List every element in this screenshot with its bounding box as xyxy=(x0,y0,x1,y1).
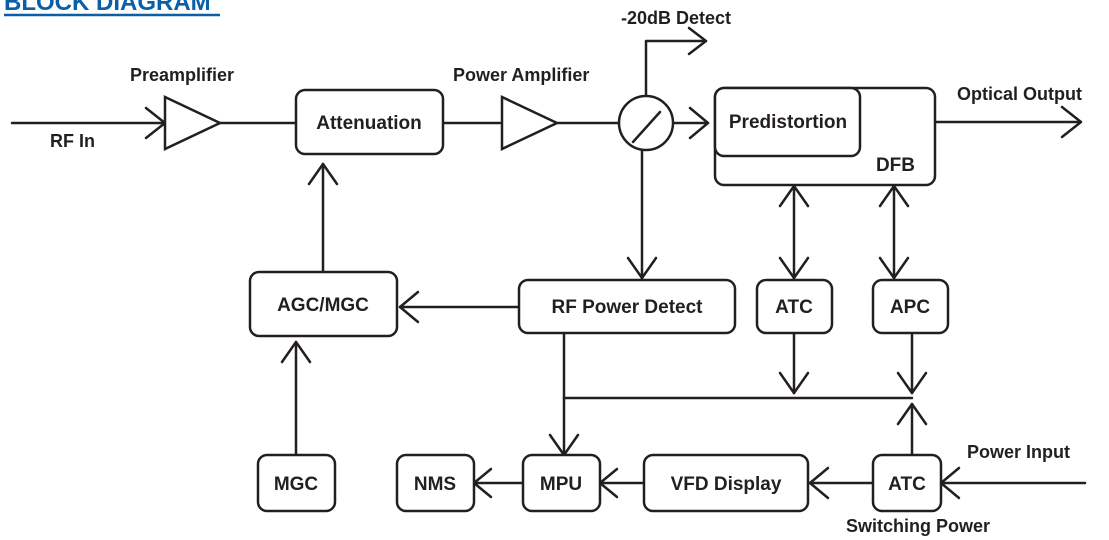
rf-power-detect-block xyxy=(517,278,737,335)
switching-power-label: Switching Power xyxy=(846,516,990,536)
rf-power-detect-label: RF Power Detect xyxy=(552,297,704,318)
arrowhead-predistortion-in xyxy=(688,106,710,140)
atc-laser-block xyxy=(755,278,834,335)
mpu-label: MPU xyxy=(540,474,582,495)
arrowhead-bus-from-atc xyxy=(778,371,810,395)
agc-mgc-label: AGC/MGC xyxy=(277,295,369,316)
detect-20db-label: -20dB Detect xyxy=(621,8,731,28)
coupler-diagonal xyxy=(631,110,662,144)
atc-power-block xyxy=(871,453,943,513)
arrowhead-bus-from-power xyxy=(896,402,928,426)
power-amplifier-label: Power Amplifier xyxy=(453,65,589,85)
directional-coupler-symbol xyxy=(617,94,675,152)
arrowhead-apc-from-dfb xyxy=(878,256,910,280)
power-input-label: Power Input xyxy=(967,442,1070,462)
diagram-title: BLOCK DIAGRAM xyxy=(4,0,211,16)
arrowhead-20db-detect xyxy=(687,26,708,56)
wire-20db-detect xyxy=(644,39,708,98)
mgc-block xyxy=(256,453,337,513)
optical-output-label: Optical Output xyxy=(957,84,1082,104)
rf-in-label: RF In xyxy=(50,131,95,151)
agc-mgc-block xyxy=(248,270,399,338)
predistortion-label: Predistortion xyxy=(729,112,847,133)
arrowhead-vfd-in xyxy=(808,466,830,500)
apc-block xyxy=(871,278,950,335)
dfb-label: DFB xyxy=(876,155,915,176)
preamplifier-symbol xyxy=(163,95,223,151)
arrowhead-agc-from-mgc xyxy=(280,340,312,364)
arrowhead-atc-from-dfb xyxy=(778,256,810,280)
atc-power-label: ATC xyxy=(888,474,926,495)
atc-laser-label: ATC xyxy=(775,297,813,318)
mgc-label: MGC xyxy=(274,474,319,495)
attenuation-block xyxy=(294,88,445,156)
arrowhead-rfdetect-in xyxy=(626,256,658,280)
vfd-display-block xyxy=(642,453,810,513)
nms-label: NMS xyxy=(414,474,456,495)
arrowhead-optical-output xyxy=(1060,105,1083,139)
power-amplifier-symbol xyxy=(500,95,560,151)
nms-block xyxy=(395,453,476,513)
attenuation-label: Attenuation xyxy=(316,113,422,134)
arrowhead-agc-in xyxy=(398,290,420,324)
apc-label: APC xyxy=(890,297,930,318)
preamplifier-label: Preamplifier xyxy=(130,65,234,85)
vfd-display-label: VFD Display xyxy=(671,474,782,495)
arrowhead-bus-from-apc xyxy=(896,371,928,395)
predistortion-block xyxy=(713,86,862,158)
arrowhead-attenuation-in xyxy=(307,162,339,186)
mpu-block xyxy=(521,453,602,513)
